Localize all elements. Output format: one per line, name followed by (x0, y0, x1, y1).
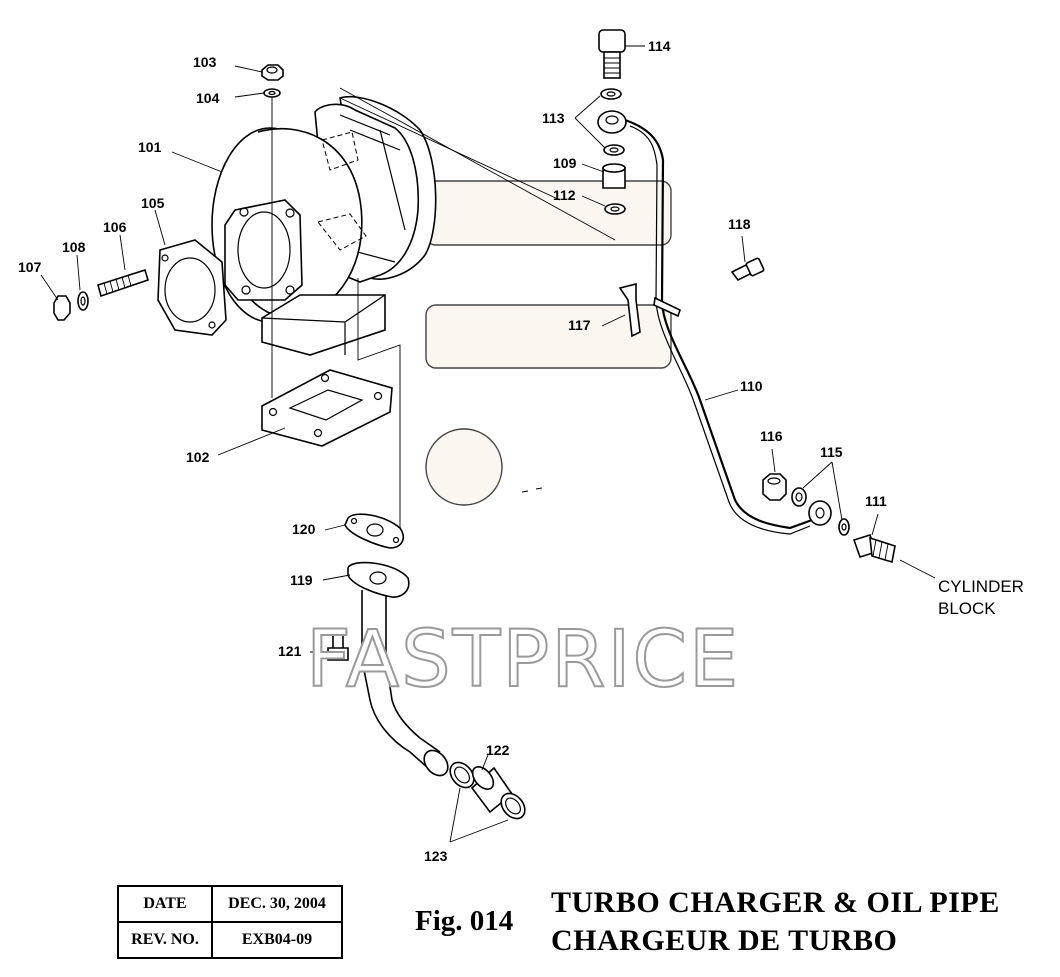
stud-106 (97, 268, 149, 298)
bolt-121 (327, 631, 349, 661)
gasket-105 (157, 239, 227, 336)
callout-110: 110 (740, 378, 763, 394)
nut-103 (261, 64, 284, 81)
washer-112 (604, 203, 626, 215)
date-value: DEC. 30, 2004 (211, 885, 343, 923)
callout-121: 121 (278, 643, 302, 659)
washer-104 (263, 88, 281, 98)
callout-104: 104 (196, 90, 220, 106)
callout-120: 120 (292, 521, 316, 537)
gasket-102 (261, 369, 393, 447)
figure-number: Fig. 014 (415, 905, 514, 937)
turbocharger-101 (211, 87, 616, 530)
blank-circle (425, 428, 503, 506)
fitting-109 (602, 163, 626, 189)
rev-label: REV. NO. (117, 921, 213, 959)
washer-115-a (791, 487, 807, 507)
date-label: DATE (117, 885, 213, 923)
figure-title-english: TURBO CHARGER & OIL PIPE (551, 886, 1000, 919)
oil-return-pipe-119 (347, 561, 449, 777)
leader-lines (40, 45, 879, 843)
callout-106: 106 (103, 219, 127, 235)
callout-118: 118 (728, 216, 751, 232)
clamp-123-a (449, 761, 475, 789)
callout-101: 101 (138, 139, 162, 155)
washer-115-b (838, 518, 850, 536)
callout-102: 102 (186, 449, 210, 465)
callout-117: 117 (568, 317, 591, 333)
callout-107: 107 (18, 259, 42, 275)
adapter-111 (852, 534, 936, 579)
washer-113-bottom (603, 144, 625, 156)
callout-113: 113 (542, 110, 565, 126)
washer-113-top (600, 88, 622, 100)
oil-pipe-110 (597, 110, 832, 535)
clamp-123-b (500, 792, 526, 820)
callout-122: 122 (486, 742, 510, 758)
callout-108: 108 (62, 239, 86, 255)
rev-value: EXB04-09 (211, 921, 343, 959)
callout-114: 114 (648, 38, 671, 54)
callout-103: 103 (193, 54, 217, 70)
blank-label-box-upper (425, 180, 672, 246)
nut-116 (762, 473, 787, 501)
gasket-120 (344, 513, 405, 549)
callout-119: 119 (290, 572, 313, 588)
callout-116: 116 (760, 428, 783, 444)
callout-105: 105 (141, 195, 165, 211)
cylinder-block-label-line1: CYLINDER (938, 577, 1024, 596)
bolt-118 (730, 257, 765, 282)
bracket-117 (618, 282, 681, 338)
cylinder-block-label-line2: BLOCK (938, 599, 996, 618)
callout-111: 111 (865, 493, 887, 509)
callout-112: 112 (553, 187, 576, 203)
banjo-bolt-114 (598, 29, 626, 79)
nut-107 (53, 295, 71, 321)
title-block: DATE DEC. 30, 2004 REV. NO. EXB04-09 (117, 885, 343, 959)
figure-title-french: CHARGEUR DE TURBO (551, 924, 898, 957)
watermark: FASTPRICE (306, 615, 740, 705)
washer-108 (77, 291, 89, 311)
callout-109: 109 (553, 155, 577, 171)
callout-115: 115 (820, 444, 843, 460)
callout-123: 123 (424, 848, 448, 864)
